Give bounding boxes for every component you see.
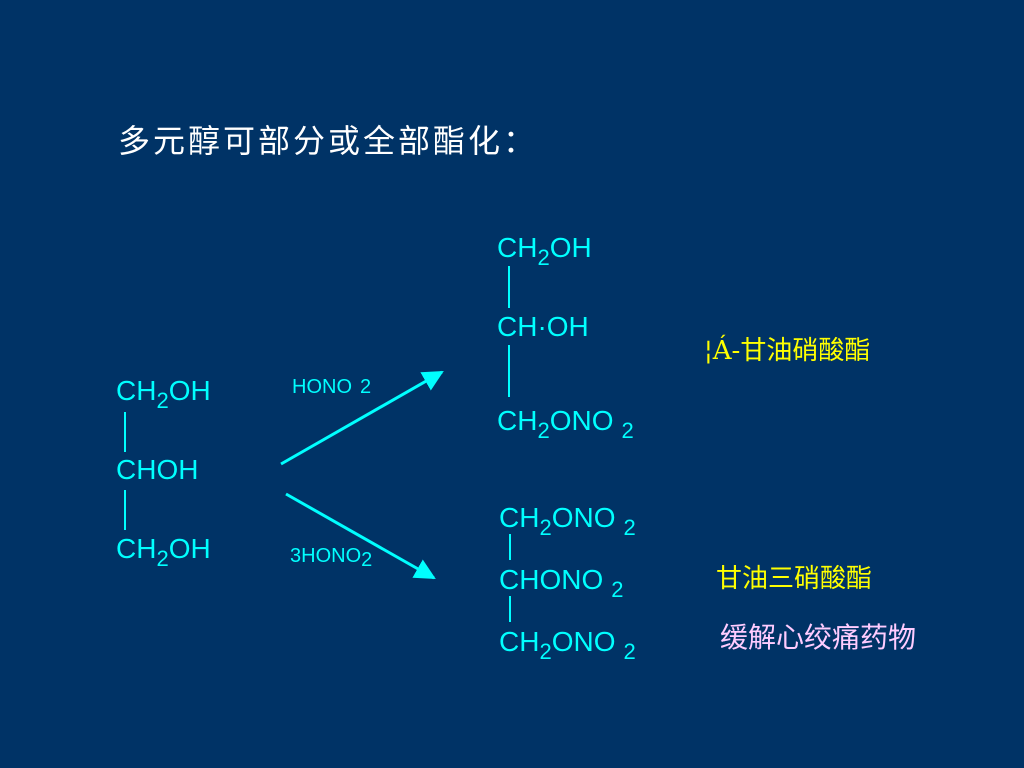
product-bottom-c1-sub: 2 xyxy=(539,515,552,540)
product-top-bond-2 xyxy=(508,345,510,397)
product-bottom-bond-1 xyxy=(509,534,511,560)
reactant-c1-sub: 2 xyxy=(156,388,169,413)
label-glycerol-trinitrate: 甘油三硝酸酯 xyxy=(716,564,873,594)
reactant-c1-main: CH xyxy=(116,375,157,406)
product-top-c3-main: CH xyxy=(497,405,538,436)
label-alpha-glycerol-nitrate: ¦Á-甘油硝酸酯 xyxy=(704,336,871,366)
product-bottom-c2-sub: 2 xyxy=(611,577,624,602)
product-bottom-c3-sub: 2 xyxy=(539,639,552,664)
reagent-top-sub: 2 xyxy=(360,376,372,398)
product-bottom-c2: CHONO 2 xyxy=(499,564,623,601)
product-bottom-c3-tail-sub: 2 xyxy=(623,639,636,664)
product-top-c1-main: CH xyxy=(497,232,538,263)
product-bottom-c1-tail: ONO xyxy=(551,502,616,533)
arrow-up xyxy=(280,370,444,466)
product-bottom-c3-main: CH xyxy=(499,626,540,657)
reactant-c1: CH2OH xyxy=(116,375,211,412)
reactant-c3-sub: 2 xyxy=(156,546,169,571)
product-bottom-c2-main: CHONO xyxy=(499,564,604,595)
reactant-c1-tail: OH xyxy=(168,375,211,406)
product-bottom-c3-tail: ONO xyxy=(551,626,616,657)
reactant-bond-2 xyxy=(124,490,126,530)
product-top-c1-sub: 2 xyxy=(537,245,550,270)
product-top-c2: CH·OH xyxy=(497,311,589,342)
reagent-top: HONO 2 xyxy=(292,377,371,397)
product-bottom-c1-main: CH xyxy=(499,502,540,533)
product-top-c3-tail-sub: 2 xyxy=(621,418,634,443)
product-bottom-c1-tail-sub: 2 xyxy=(623,515,636,540)
reactant-c2: CHOH xyxy=(116,454,199,485)
arrow-down xyxy=(285,492,436,580)
reagent-bottom-main: 3HONO xyxy=(290,545,362,567)
product-top-c3-sub: 2 xyxy=(537,418,550,443)
reagent-top-main: HONO xyxy=(292,376,352,398)
reactant-c3: CH2OH xyxy=(116,533,211,570)
product-bottom-bond-2 xyxy=(509,596,511,622)
product-top-c3-tail: ONO xyxy=(549,405,614,436)
slide-title: 多元醇可部分或全部酯化： xyxy=(118,122,539,160)
product-top-c1: CH2OH xyxy=(497,232,592,269)
reagent-bottom: 3HONO2 xyxy=(290,545,372,570)
reactant-c3-main: CH xyxy=(116,533,157,564)
reagent-bottom-sub: 2 xyxy=(361,549,373,571)
reactant-bond-1 xyxy=(124,412,126,452)
label-angina-drug: 缓解心绞痛药物 xyxy=(720,621,917,654)
reactant-c3-tail: OH xyxy=(168,533,211,564)
product-top-c1-tail: OH xyxy=(549,232,592,263)
product-top-bond-1 xyxy=(508,266,510,308)
